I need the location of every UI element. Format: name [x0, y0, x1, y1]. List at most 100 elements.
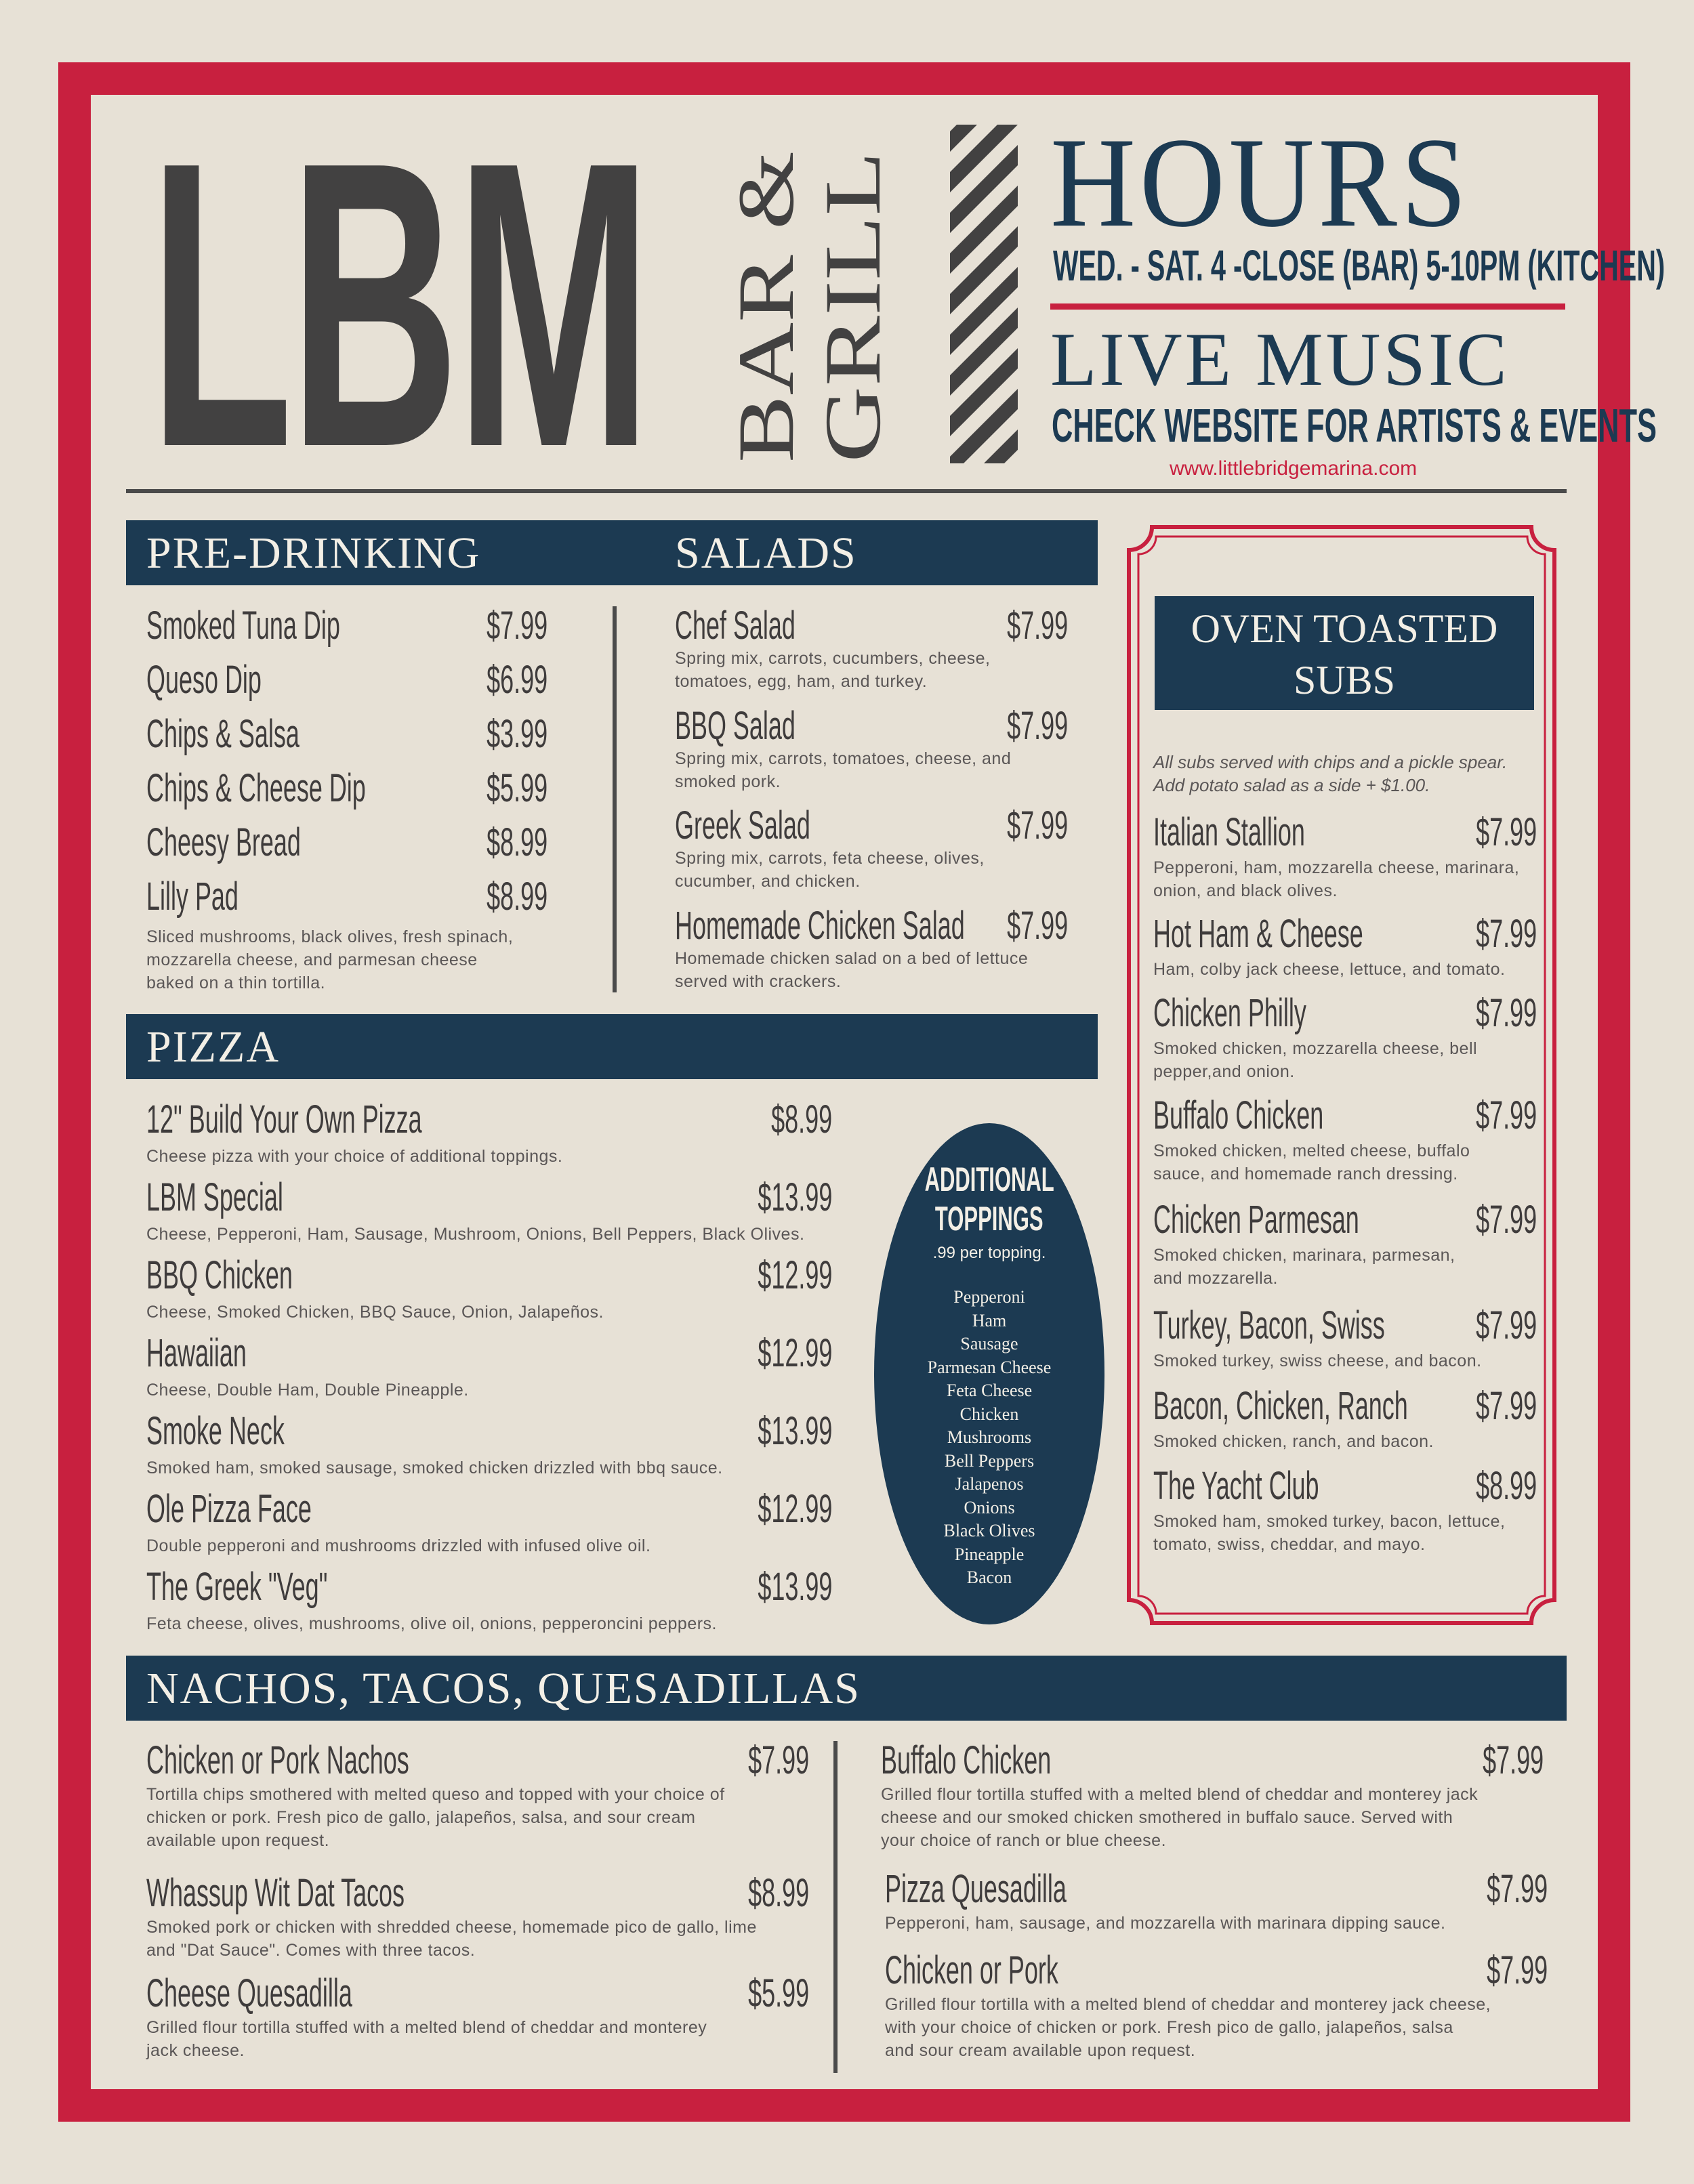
menu-item-price: $7.99	[1476, 1198, 1537, 1242]
menu-item-price: $7.99	[1007, 704, 1068, 748]
subs-title: OVEN TOASTED SUBS	[1155, 603, 1534, 706]
topping-item: Jalapenos	[955, 1474, 1024, 1494]
menu-item-price: $7.99	[1476, 1093, 1537, 1137]
subs-note-line: Add potato salad as a side + $1.00.	[1153, 775, 1430, 795]
menu-item-name: Queso Dip	[146, 658, 262, 702]
menu-item-name: Greek Salad	[675, 803, 810, 847]
desc-line: Spring mix, carrots, feta cheese, olives…	[675, 849, 985, 868]
menu-item-price: $8.99	[771, 1097, 832, 1141]
menu-item-description: Spring mix, carrots, tomatoes, cheese, a…	[675, 747, 1011, 793]
desc-line: served with crackers.	[675, 972, 842, 991]
menu-item-description: Pepperoni, ham, mozzarella cheese, marin…	[1153, 856, 1519, 902]
menu-item-price: $7.99	[1476, 991, 1537, 1035]
desc-line: mozzarella cheese, and parmesan cheese	[146, 950, 478, 969]
hours-text: WED. - SAT. 4 -CLOSE (BAR) 5-10PM (KITCH…	[1053, 241, 1666, 290]
menu-frame	[58, 62, 1630, 2122]
desc-line: with your choice of chicken or pork. Fre…	[885, 2018, 1453, 2037]
decorative-stripes	[950, 125, 1018, 463]
menu-item-price: $12.99	[758, 1331, 832, 1375]
menu-item-description: Feta cheese, olives, mushrooms, olive oi…	[146, 1614, 717, 1633]
menu-item-description: Smoked ham, smoked turkey, bacon, lettuc…	[1153, 1510, 1505, 1556]
desc-line: Sliced mushrooms, black olives, fresh sp…	[146, 927, 514, 946]
header-divider	[126, 489, 1567, 493]
menu-item-name: Chicken or Pork	[885, 1948, 1058, 1992]
desc-line: Spring mix, carrots, tomatoes, cheese, a…	[675, 749, 1012, 768]
menu-item-price: $7.99	[1007, 604, 1068, 648]
menu-item-description: Homemade chicken salad on a bed of lettu…	[675, 947, 1028, 993]
pizza-title: PIZZA	[146, 1022, 280, 1072]
toppings-title-line: TOPPINGS	[935, 1200, 1044, 1238]
toppings-oval	[874, 1123, 1104, 1624]
menu-item-price: $13.99	[758, 1409, 832, 1453]
website-link[interactable]: www.littlebridgemarina.com	[1170, 457, 1418, 480]
menu-item-price: $8.99	[1476, 1464, 1537, 1508]
subs-note-line: All subs served with chips and a pickle …	[1153, 752, 1508, 772]
logo-grill-text: GRILL	[808, 151, 897, 463]
toppings-price-note: .99 per topping.	[932, 1244, 1046, 1262]
desc-line: Ham, colby jack cheese, lettuce, and tom…	[1153, 960, 1506, 979]
topping-item: Black Olives	[943, 1521, 1035, 1540]
desc-line: pepper,and onion.	[1153, 1062, 1295, 1081]
hours-title: HOURS	[1050, 112, 1471, 254]
menu-item-description: Sliced mushrooms, black olives, fresh sp…	[146, 925, 513, 994]
desc-line: Smoked chicken, melted cheese, buffalo	[1153, 1141, 1470, 1160]
menu-item-price: $12.99	[758, 1253, 832, 1297]
menu-item-description: Smoked chicken, mozzarella cheese, bell …	[1153, 1037, 1477, 1083]
menu-item-description: Spring mix, carrots, cucumbers, cheese, …	[675, 647, 991, 693]
menu-item-description: Spring mix, carrots, feta cheese, olives…	[675, 847, 985, 893]
menu-item-price: $7.99	[487, 604, 548, 648]
live-music-title: LIVE MUSIC	[1050, 318, 1510, 402]
nachos-title: NACHOS, TACOS, QUESADILLAS	[146, 1664, 861, 1713]
menu-item-price: $12.99	[758, 1487, 832, 1531]
column-divider	[613, 606, 617, 992]
menu-item-name: BBQ Salad	[675, 704, 796, 748]
menu-item-name: Lilly Pad	[146, 875, 239, 919]
desc-line: jack cheese.	[146, 2041, 245, 2060]
menu-item-name: Cheese Quesadilla	[146, 1971, 352, 2015]
menu-item-description: Smoked chicken, marinara, parmesan, and …	[1153, 1244, 1455, 1290]
menu-item-name: 12" Build Your Own Pizza	[146, 1097, 422, 1141]
topping-item: Pineapple	[954, 1544, 1025, 1564]
topping-item: Mushrooms	[947, 1427, 1032, 1447]
menu-item-name: Hot Ham & Cheese	[1153, 912, 1363, 956]
menu-item-name: Chips & Cheese Dip	[146, 766, 366, 810]
topping-item: Onions	[964, 1497, 1015, 1517]
menu-item-price: $7.99	[1483, 1738, 1544, 1782]
menu-item-description: Cheese, Smoked Chicken, BBQ Sauce, Onion…	[146, 1303, 604, 1322]
toppings-list: Pepperoni Ham Sausage Parmesan Cheese Fe…	[874, 1286, 1104, 1590]
desc-line: Smoked chicken, ranch, and bacon.	[1153, 1432, 1434, 1451]
desc-line: your choice of ranch or blue cheese.	[881, 1831, 1167, 1850]
menu-item-name: Hawaiian	[146, 1331, 247, 1375]
subs-title-line: SUBS	[1293, 658, 1396, 702]
menu-item-description: Tortilla chips smothered with melted que…	[146, 1783, 725, 1852]
nachos-band	[126, 1656, 1567, 1721]
desc-line: Pepperoni, ham, sausage, and mozzarella …	[885, 1914, 1446, 1933]
topping-item: Bell Peppers	[944, 1450, 1035, 1471]
menu-item-description: Ham, colby jack cheese, lettuce, and tom…	[1153, 958, 1505, 981]
desc-line: tomatoes, egg, ham, and turkey.	[675, 672, 928, 691]
topping-item: Ham	[972, 1310, 1007, 1330]
menu-item-name: Cheesy Bread	[146, 820, 301, 864]
salads-title: SALADS	[675, 528, 857, 578]
desc-line: Smoked turkey, swiss cheese, and bacon.	[1153, 1351, 1482, 1370]
subs-title-line: OVEN TOASTED	[1191, 606, 1498, 651]
menu-item-name: Pizza Quesadilla	[885, 1867, 1067, 1911]
menu-item-price: $7.99	[1487, 1948, 1548, 1992]
topping-item: Pepperoni	[953, 1287, 1025, 1307]
desc-line: Smoked chicken, marinara, parmesan,	[1153, 1246, 1455, 1265]
desc-line: Grilled flour tortilla stuffed with a me…	[146, 2018, 707, 2037]
menu-item-description: Cheese, Pepperoni, Ham, Sausage, Mushroo…	[146, 1225, 805, 1244]
topping-item: Bacon	[966, 1568, 1012, 1587]
logo-lbm: LBM	[149, 78, 652, 532]
desc-line: Grilled flour tortilla stuffed with a me…	[881, 1785, 1479, 1804]
desc-line: and mozzarella.	[1153, 1269, 1278, 1288]
subs-band	[1155, 596, 1534, 710]
desc-line: baked on a thin tortilla.	[146, 973, 326, 992]
menu-item-description: Double pepperoni and mushrooms drizzled …	[146, 1536, 651, 1555]
menu-item-description: Smoked chicken, ranch, and bacon.	[1153, 1430, 1434, 1453]
desc-line: Grilled flour tortilla with a melted ble…	[885, 1995, 1491, 2014]
menu-item-price: $7.99	[1007, 904, 1068, 948]
desc-line: cucumber, and chicken.	[675, 872, 861, 891]
menu-item-price: $7.99	[1007, 803, 1068, 847]
menu-item-price: $7.99	[1476, 810, 1537, 854]
